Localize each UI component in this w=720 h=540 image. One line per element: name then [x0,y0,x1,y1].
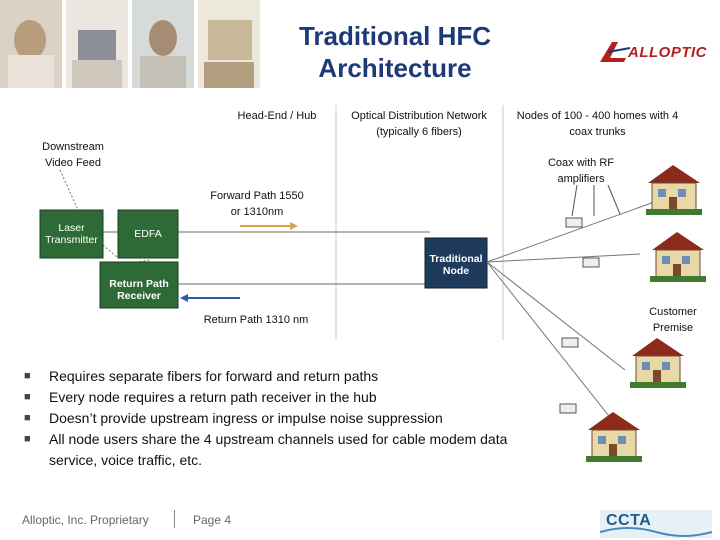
edfa-label: EDFA [134,228,162,240]
coax-trunk-2 [486,253,641,263]
nodes-header: Nodes of 100 - 400 homes with 4 coax tru… [505,108,690,140]
return-path-arrowhead [180,294,188,302]
traditional-node-label: Traditional Node [425,253,487,277]
return-path-receiver-box [99,261,179,309]
odn-header: Optical Distribution Network (typically … [336,108,502,140]
rf-amplifier-3 [561,337,579,348]
bullet-item: ■ Every node requires a return path recei… [24,387,544,408]
bullet-text: All node users share the 4 upstream chan… [49,431,508,468]
header-photo-strip [0,0,260,88]
house-icon-4 [586,412,642,462]
bullet-list: ■ Requires separate fibers for forward an… [24,366,544,471]
return-rx-line-1: Return Path [109,278,169,290]
alloptic-logo-text: ALLOPTIC [628,44,707,61]
laser-transmitter-box [39,209,104,259]
bullet-marker-icon: ■ [24,433,31,445]
laser-to-edfa-dots [102,244,119,259]
return-path-receiver-label: Return Path Receiver [100,278,178,302]
node-line-1: Traditional [429,253,483,265]
alloptic-logo [600,42,631,62]
bullet-text: Requires separate fibers for forward and… [49,368,379,384]
traditional-node-box [424,237,488,289]
return-path-label: Return Path 1310 nm [203,314,309,326]
node-line-2: Node [442,265,470,277]
bullet-item: ■ Requires separate fibers for forward an… [24,366,544,387]
downstream-line-2: Video Feed [44,157,102,169]
ccta-logo-text: CCTA [606,512,652,529]
headend-header: Head-End / Hub [237,110,317,122]
title-line-1: Traditional HFC [298,21,492,51]
hfc-diagram [39,105,706,462]
forward-line-2: or 1310nm [230,206,284,218]
rf-amplifier-4 [559,403,577,414]
forward-path-arrowhead [290,222,298,230]
laser-line-2: Transmitter [45,234,98,246]
forward-path-label: Forward Path 1550 or 1310nm [198,188,316,220]
edfa-box [117,209,179,259]
bullet-item: ■ Doesn’t provide upstream ingress or imp… [24,408,544,429]
title-line-2: Architecture [318,53,472,83]
return-rx-line-2: Receiver [117,290,161,302]
odn-header-line-1: Optical Distribution Network [351,110,487,122]
footer-proprietary: Alloptic, Inc. Proprietary [22,513,149,527]
house-icon-2 [650,232,706,282]
page-title: Traditional HFC Architecture [250,20,540,84]
downstream-feed-line [59,169,79,211]
bullet-marker-icon: ■ [24,370,31,382]
coax-label-pointer-3 [607,184,621,215]
odn-header-line-2: (typically 6 fibers) [376,126,462,138]
house-icon-3 [630,338,686,388]
bullet-marker-icon: ■ [24,412,31,424]
house-icon-1 [646,165,702,215]
footer-separator [174,510,175,528]
ccta-logo [600,510,712,538]
nodes-header-line-2: coax trunks [569,126,626,138]
coax-trunk-1 [486,199,661,263]
bullet-item: ■ All node users share the 4 upstream cha… [24,429,544,471]
rf-amplifier-1 [565,217,583,228]
bullet-text: Doesn’t provide upstream ingress or impu… [49,410,443,426]
coax-trunk-4 [486,261,621,431]
laser-line-1: Laser [58,222,85,234]
bullet-text: Every node requires a return path receiv… [49,389,377,405]
forward-line-1: Forward Path 1550 [210,190,304,202]
customer-premise-label: Customer Premise [636,304,710,336]
customer-line-2: Premise [652,322,694,334]
rf-amplifier-2 [582,257,600,268]
nodes-header-line-1: Nodes of 100 - 400 homes with 4 [516,110,679,122]
coax-line-1: Coax with RF [547,157,615,169]
downstream-video-feed-label: Downstream Video Feed [30,139,116,171]
coax-trunk-3 [486,261,626,371]
coax-rf-amplifiers-label: Coax with RF amplifiers [530,155,632,187]
footer-page-number: Page 4 [193,513,232,527]
coax-label-pointer-1 [571,184,578,217]
downstream-line-1: Downstream [42,141,104,153]
laser-transmitter-label: Laser Transmitter [40,222,103,246]
coax-line-2: amplifiers [557,173,605,185]
bullet-marker-icon: ■ [24,391,31,403]
customer-line-1: Customer [649,306,697,318]
